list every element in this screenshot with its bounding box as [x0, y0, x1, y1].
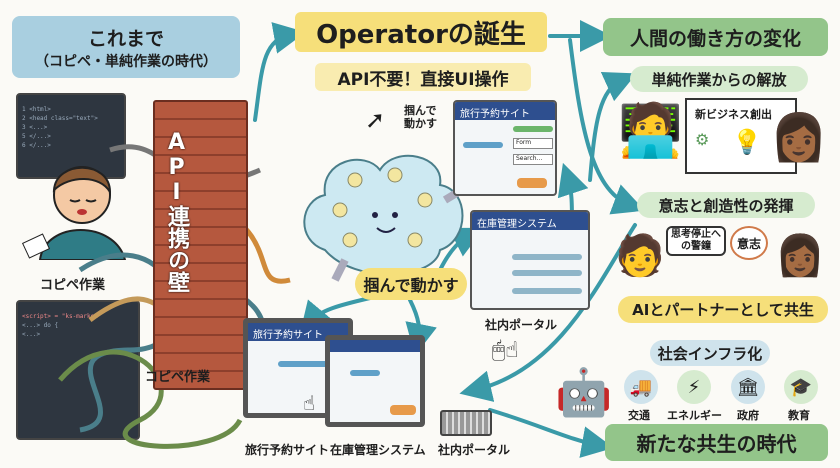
infra-label-government: 政府 [737, 409, 759, 422]
portal-label: 社内ポータル [485, 318, 558, 332]
infra-label-energy: エネルギー [667, 409, 722, 422]
government-building-icon: 🏛 [731, 370, 765, 404]
progress-bar [350, 370, 380, 376]
code-line: 2 <head class="text"> [22, 115, 98, 122]
operator-subtitle: API不要！直接UI操作 [315, 63, 531, 91]
code-window-bottom: <script> = "ks-market" <...> do { <...> [16, 300, 140, 440]
code-line: <script> = "ks-market" [22, 313, 102, 320]
will-bubble: 意志 [730, 226, 768, 260]
code-line: 5 </...> [22, 133, 51, 140]
code-line: 3 <...> [22, 124, 48, 131]
warning-text: 思考停止への警鐘 [671, 229, 721, 252]
monitor-inventory-system[interactable] [325, 335, 425, 427]
submit-button[interactable] [390, 405, 416, 415]
code-line: 6 </...> [22, 142, 51, 149]
creativity-pill: 意志と創造性の発揮 [637, 192, 815, 218]
monitor-label-inventory: 在庫管理システム [330, 443, 426, 457]
slider[interactable] [512, 254, 582, 260]
lightning-icon: ⚡ [677, 370, 711, 404]
grab-and-move-pill: 掴んで動かす [355, 268, 467, 300]
infra-label-transport: 交通 [628, 409, 650, 422]
partner-pill: AIとパートナーとして共生 [618, 296, 828, 323]
operator-title: Operatorの誕生 [295, 12, 547, 52]
copy-paste-label-2: コピペ作業 [145, 370, 211, 385]
progress-bar [278, 361, 328, 367]
grab-label: 掴んで動かす [363, 276, 459, 295]
green-bar [513, 126, 553, 132]
whiteboard-text: 新ビジネス創出 [695, 108, 772, 121]
arrow-grab-to-monitor-2 [405, 298, 437, 356]
lightbulb-icon: 💡 [732, 128, 762, 156]
monitor-label-travel: 旅行予約サイト [245, 443, 330, 457]
operator-title-text: Operatorの誕生 [316, 19, 526, 50]
arrow-to-era [488, 408, 614, 458]
search-field[interactable]: Search... [513, 154, 553, 165]
submit-button[interactable] [517, 178, 547, 188]
mouse-hand-icon: 🖱☝ [492, 338, 519, 363]
past-subtitle: （コピペ・単純作業の時代） [35, 53, 217, 70]
arrow-to-freedom [588, 72, 637, 182]
window-title: 旅行予約サイト [455, 102, 555, 120]
new-era-title: 新たな共生の時代 [605, 424, 828, 461]
robot-icon: 🤖 [555, 365, 613, 419]
freedom-text: 単純作業からの解放 [651, 70, 787, 89]
woman-pointing-illustration: 👩🏾 [775, 233, 825, 279]
woman-presenting-illustration: 👩🏾 [770, 110, 828, 164]
monitor-label-portal: 社内ポータル [438, 443, 511, 457]
infra-pill: 社会インフラ化 [650, 340, 770, 366]
cursor-note: 掴んで動かす [404, 104, 437, 130]
new-era-text: 新たな共生の時代 [636, 432, 797, 456]
slider[interactable] [512, 270, 582, 276]
graduation-cap-icon: 🎓 [784, 370, 818, 404]
code-line: <...> do { [22, 322, 59, 329]
keyboard-icon [440, 410, 492, 436]
creativity-text: 意志と創造性の発揮 [658, 196, 794, 215]
tired-person-illustration [21, 166, 127, 260]
past-title: これまで [87, 27, 164, 50]
blue-bar [463, 142, 503, 148]
arrow-past-to-operator [253, 22, 306, 122]
partner-text: AIとパートナーとして共生 [632, 301, 814, 319]
man-talking-illustration: 🧑 [615, 233, 665, 279]
arrow-to-creativity [568, 38, 645, 215]
past-title-box: これまで （コピペ・単純作業の時代） [12, 16, 240, 78]
window-title: 在庫管理システム [472, 212, 588, 230]
window-header [330, 340, 420, 352]
future-title-text: 人間の働き方の変化 [629, 27, 801, 50]
code-line: <...> [22, 331, 41, 338]
inventory-system-window[interactable]: 在庫管理システム [470, 210, 590, 310]
warning-speech-bubble: 思考停止への警鐘 [666, 226, 726, 256]
freedom-pill: 単純作業からの解放 [630, 66, 808, 92]
man-with-tablet-illustration: 🧑‍💻 [618, 101, 683, 161]
copy-paste-label-1: コピペ作業 [40, 278, 106, 293]
truck-icon: 🚚 [624, 370, 658, 404]
form-field[interactable]: Form [513, 138, 553, 149]
cursor-icon: ➚ [365, 106, 386, 134]
code-line: 1 <html> [22, 106, 51, 113]
whiteboard: 新ビジネス創出 💡 ⚙ [685, 98, 797, 174]
travel-site-window[interactable]: 旅行予約サイト Form Search... [453, 100, 557, 196]
operator-subtitle-text: API不要！直接UI操作 [337, 69, 509, 90]
will-text: 意志 [736, 236, 761, 251]
arrow-grab-to-inventory [438, 227, 485, 272]
infra-text: 社会インフラ化 [657, 344, 763, 363]
pointing-hand-icon: ☝ [303, 391, 316, 415]
future-title: 人間の働き方の変化 [603, 18, 828, 56]
infra-label-education: 教育 [788, 409, 810, 422]
arrow-future-to-monitors [459, 223, 637, 402]
gear-icon: ⚙ [695, 130, 710, 149]
window-title: 旅行予約サイト [248, 323, 348, 341]
slider[interactable] [512, 288, 582, 294]
api-wall-label: API連携の壁 [164, 130, 189, 293]
api-wall [153, 100, 248, 390]
